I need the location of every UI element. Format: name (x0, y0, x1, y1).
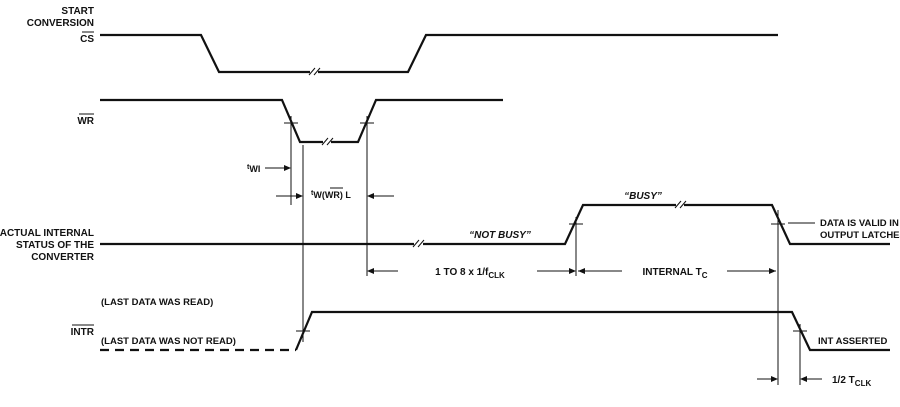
internal-tc-label: INTERNAL TC (642, 267, 707, 280)
cs-label: CS (80, 34, 94, 45)
int-asserted-label: INT ASSERTED (818, 336, 887, 347)
last-data-read-label: (LAST DATA WAS READ) (101, 297, 213, 308)
intr-label: INTR (71, 327, 95, 338)
twl-arrowhead-left (296, 193, 303, 199)
clk-range-arrowhead-left (367, 268, 374, 274)
data-valid-label-line2: OUTPUT LATCHES (820, 230, 900, 241)
wr-label: WR (77, 116, 94, 127)
start-conversion-label-line1: START (61, 6, 94, 17)
last-data-not-read-label: (LAST DATA WAS NOT READ) (101, 336, 236, 347)
status-label-line1: ACTUAL INTERNAL (0, 228, 94, 239)
wr-break-mark (321, 137, 334, 146)
status-break-mark-2 (674, 200, 687, 209)
intr-waveform-rise (294, 310, 890, 352)
start-conversion-label-line2: CONVERSION (27, 18, 94, 29)
twl-arrowhead-right (367, 193, 374, 199)
internal-tc-arrowhead-left (578, 268, 585, 274)
status-rise-tick (569, 217, 583, 231)
half-tclk-label: 1/2 TCLK (832, 375, 871, 388)
not-busy-label: “NOT BUSY” (469, 230, 531, 241)
intr-rise-tick (296, 324, 310, 338)
clk-range-label: 1 TO 8 x 1/fCLK (435, 267, 505, 280)
wr-waveform-continued (331, 98, 503, 144)
twl-label: tW(WR) L (311, 190, 351, 200)
data-valid-label-line1: DATA IS VALID IN (820, 218, 899, 229)
busy-label: “BUSY” (624, 191, 662, 202)
twi-arrowhead (284, 165, 291, 171)
status-fall-tick (771, 217, 785, 231)
cs-waveform-continued (318, 33, 778, 74)
clk-range-arrowhead-right (569, 268, 576, 274)
cs-waveform (100, 33, 310, 74)
internal-tc-arrowhead-right (769, 268, 776, 274)
status-waveform-busy (423, 203, 676, 246)
intr-fall-tick (793, 324, 807, 338)
status-break-mark-1 (412, 239, 425, 248)
wr-waveform (100, 98, 323, 144)
twi-label: tWI (247, 164, 260, 174)
cs-break-mark (308, 67, 321, 76)
half-tclk-arrowhead-left (771, 376, 778, 382)
half-tclk-arrowhead-right (800, 376, 807, 382)
status-label-line2: STATUS OF THE (16, 240, 94, 251)
status-label-line3: CONVERTER (31, 252, 95, 263)
